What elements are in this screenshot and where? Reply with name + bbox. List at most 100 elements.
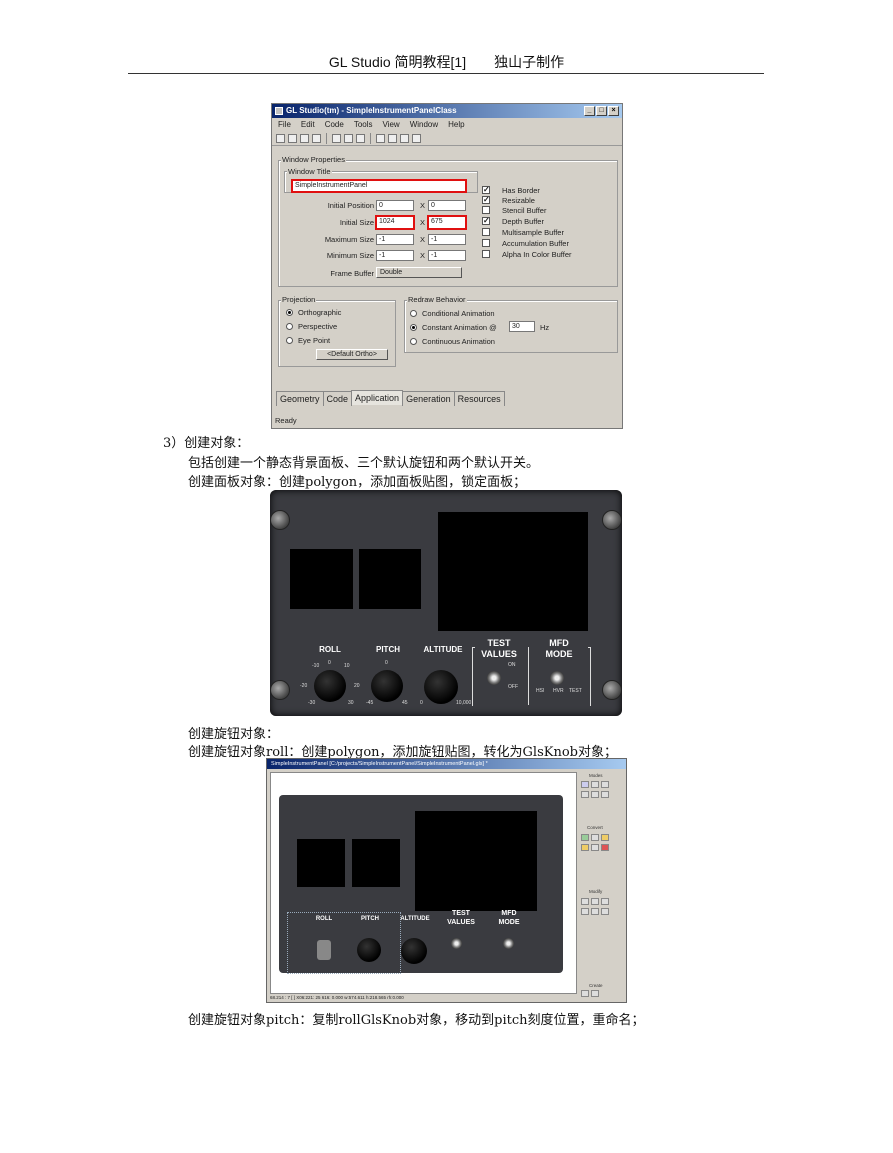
- tool-icon[interactable]: [591, 834, 599, 841]
- tool-icon[interactable]: [601, 834, 609, 841]
- tab-application[interactable]: Application: [351, 390, 404, 405]
- x-separator: X: [419, 201, 425, 210]
- conditional-animation-radio[interactable]: [410, 310, 417, 317]
- menu-window[interactable]: Window: [409, 120, 439, 129]
- pitch-knob[interactable]: [357, 938, 381, 962]
- stencil-buffer-checkbox[interactable]: [482, 206, 490, 214]
- has-border-label: Has Border: [502, 186, 540, 195]
- alpha-color-buffer-checkbox[interactable]: [482, 250, 490, 258]
- tool-icon[interactable]: [601, 781, 609, 788]
- initial-position-x-field[interactable]: 0: [376, 200, 414, 211]
- alpha-color-buffer-label: Alpha In Color Buffer: [502, 250, 572, 259]
- menu-tools[interactable]: Tools: [353, 120, 373, 129]
- window-properties-label: Window Properties: [281, 155, 346, 164]
- new-file-icon[interactable]: [276, 133, 285, 143]
- frame-buffer-label: Frame Buffer: [330, 269, 374, 278]
- tab-geometry[interactable]: Geometry: [276, 391, 324, 406]
- accumulation-buffer-checkbox[interactable]: [482, 239, 490, 247]
- altitude-knob[interactable]: [401, 938, 427, 964]
- maximum-size-y-field[interactable]: -1: [428, 234, 466, 245]
- tab-code[interactable]: Code: [322, 391, 353, 406]
- tool-icon[interactable]: [591, 908, 599, 915]
- menu-edit[interactable]: Edit: [300, 120, 315, 129]
- close-button[interactable]: ×: [608, 106, 619, 116]
- resizable-checkbox[interactable]: ✓: [482, 195, 490, 204]
- minimum-size-y-field[interactable]: -1: [428, 250, 466, 261]
- test-values-switch[interactable]: [451, 938, 462, 949]
- export-icon[interactable]: [344, 133, 353, 143]
- tab-resources[interactable]: Resources: [453, 391, 505, 406]
- orthographic-radio[interactable]: [286, 309, 293, 316]
- tool-icon[interactable]: [581, 844, 589, 851]
- default-ortho-button[interactable]: <Default Ortho>: [316, 349, 388, 360]
- minimum-size-x-field[interactable]: -1: [376, 250, 414, 261]
- tool-icon[interactable]: [581, 898, 589, 905]
- tool-icon[interactable]: [591, 844, 599, 851]
- save-icon[interactable]: [300, 133, 309, 143]
- animation-rate-field[interactable]: 30: [509, 321, 535, 332]
- menu-view[interactable]: View: [382, 120, 400, 129]
- tool-icon[interactable]: [581, 990, 589, 997]
- pitch-knob[interactable]: [371, 670, 403, 702]
- dialog-titlebar[interactable]: GL Studio(tm) - SimpleInstrumentPanelCla…: [272, 104, 622, 118]
- initial-position-y-field[interactable]: 0: [428, 200, 466, 211]
- tool-icon[interactable]: [581, 834, 589, 841]
- tool-icon[interactable]: [591, 781, 599, 788]
- save-all-icon[interactable]: [312, 133, 321, 143]
- mfd-mode-switch[interactable]: [503, 938, 514, 949]
- open-folder-icon[interactable]: [288, 133, 297, 143]
- editor-titlebar[interactable]: SimpleInstrumentPanel [C:/projects/Simpl…: [267, 759, 626, 769]
- select-tool-icon[interactable]: [581, 781, 589, 788]
- initial-size-x-field[interactable]: 1024: [375, 215, 415, 230]
- minimize-button[interactable]: _: [584, 106, 595, 116]
- tool-icon[interactable]: [581, 791, 589, 798]
- maximize-button[interactable]: □: [596, 106, 607, 116]
- tool-icon[interactable]: [591, 990, 599, 997]
- paragraph-line-2: 创建面板对象：创建polygon，添加面板贴图，锁定面板；: [188, 475, 527, 490]
- eye-point-radio[interactable]: [286, 337, 293, 344]
- import-icon[interactable]: [332, 133, 341, 143]
- depth-buffer-checkbox[interactable]: ✓: [482, 216, 490, 225]
- selection-box[interactable]: [287, 912, 401, 974]
- perspective-radio[interactable]: [286, 323, 293, 330]
- paste-icon[interactable]: [400, 133, 409, 143]
- altitude-knob[interactable]: [424, 670, 458, 704]
- tool-icon[interactable]: [581, 908, 589, 915]
- tab-generation[interactable]: Generation: [402, 391, 455, 406]
- tool-icon[interactable]: [591, 898, 599, 905]
- frame-buffer-select[interactable]: Double: [376, 267, 462, 278]
- copy-icon[interactable]: [388, 133, 397, 143]
- test-values-switch[interactable]: [487, 671, 501, 685]
- tool-icon[interactable]: [601, 898, 609, 905]
- altitude-label: ALTITUDE: [423, 645, 463, 654]
- continuous-animation-radio[interactable]: [410, 338, 417, 345]
- roll-knob[interactable]: [314, 670, 346, 702]
- properties-icon[interactable]: [412, 133, 421, 143]
- stencil-buffer-label: Stencil Buffer: [502, 206, 547, 215]
- test-off-label: OFF: [508, 684, 518, 690]
- editor-canvas[interactable]: ROLL PITCH ALTITUDE TEST VALUES MFD MODE: [270, 772, 577, 994]
- tool-icon[interactable]: [601, 908, 609, 915]
- menu-help[interactable]: Help: [448, 120, 465, 129]
- initial-size-y-field[interactable]: 675: [427, 215, 467, 230]
- menu-code[interactable]: Code: [324, 120, 344, 129]
- menu-file[interactable]: File: [278, 120, 291, 129]
- window-title-field[interactable]: SimpleInstrumentPanel: [291, 179, 467, 193]
- delete-icon[interactable]: [356, 133, 365, 143]
- tool-icon[interactable]: [601, 791, 609, 798]
- tool-icon[interactable]: [601, 844, 609, 851]
- roll-knob-selected[interactable]: [317, 940, 331, 960]
- paragraph-line-4: 创建旋钮对象roll：创建polygon，添加旋钮贴图，转化为GlsKnob对象…: [188, 745, 617, 760]
- mfd-mode-option: TEST: [569, 688, 582, 694]
- cut-icon[interactable]: [376, 133, 385, 143]
- instrument-panel-image: ROLL PITCH ALTITUDE TEST VALUES MFD MODE…: [270, 490, 622, 716]
- has-border-checkbox[interactable]: ✓: [482, 185, 490, 194]
- mfd-mode-switch[interactable]: [550, 671, 564, 685]
- tool-icon[interactable]: [591, 791, 599, 798]
- constant-animation-radio[interactable]: [410, 324, 417, 331]
- maximum-size-label: Maximum Size: [324, 235, 374, 244]
- multisample-buffer-checkbox[interactable]: [482, 228, 490, 236]
- maximum-size-x-field[interactable]: -1: [376, 234, 414, 245]
- toolbar: [272, 131, 622, 146]
- roll-tick: 30: [348, 700, 354, 706]
